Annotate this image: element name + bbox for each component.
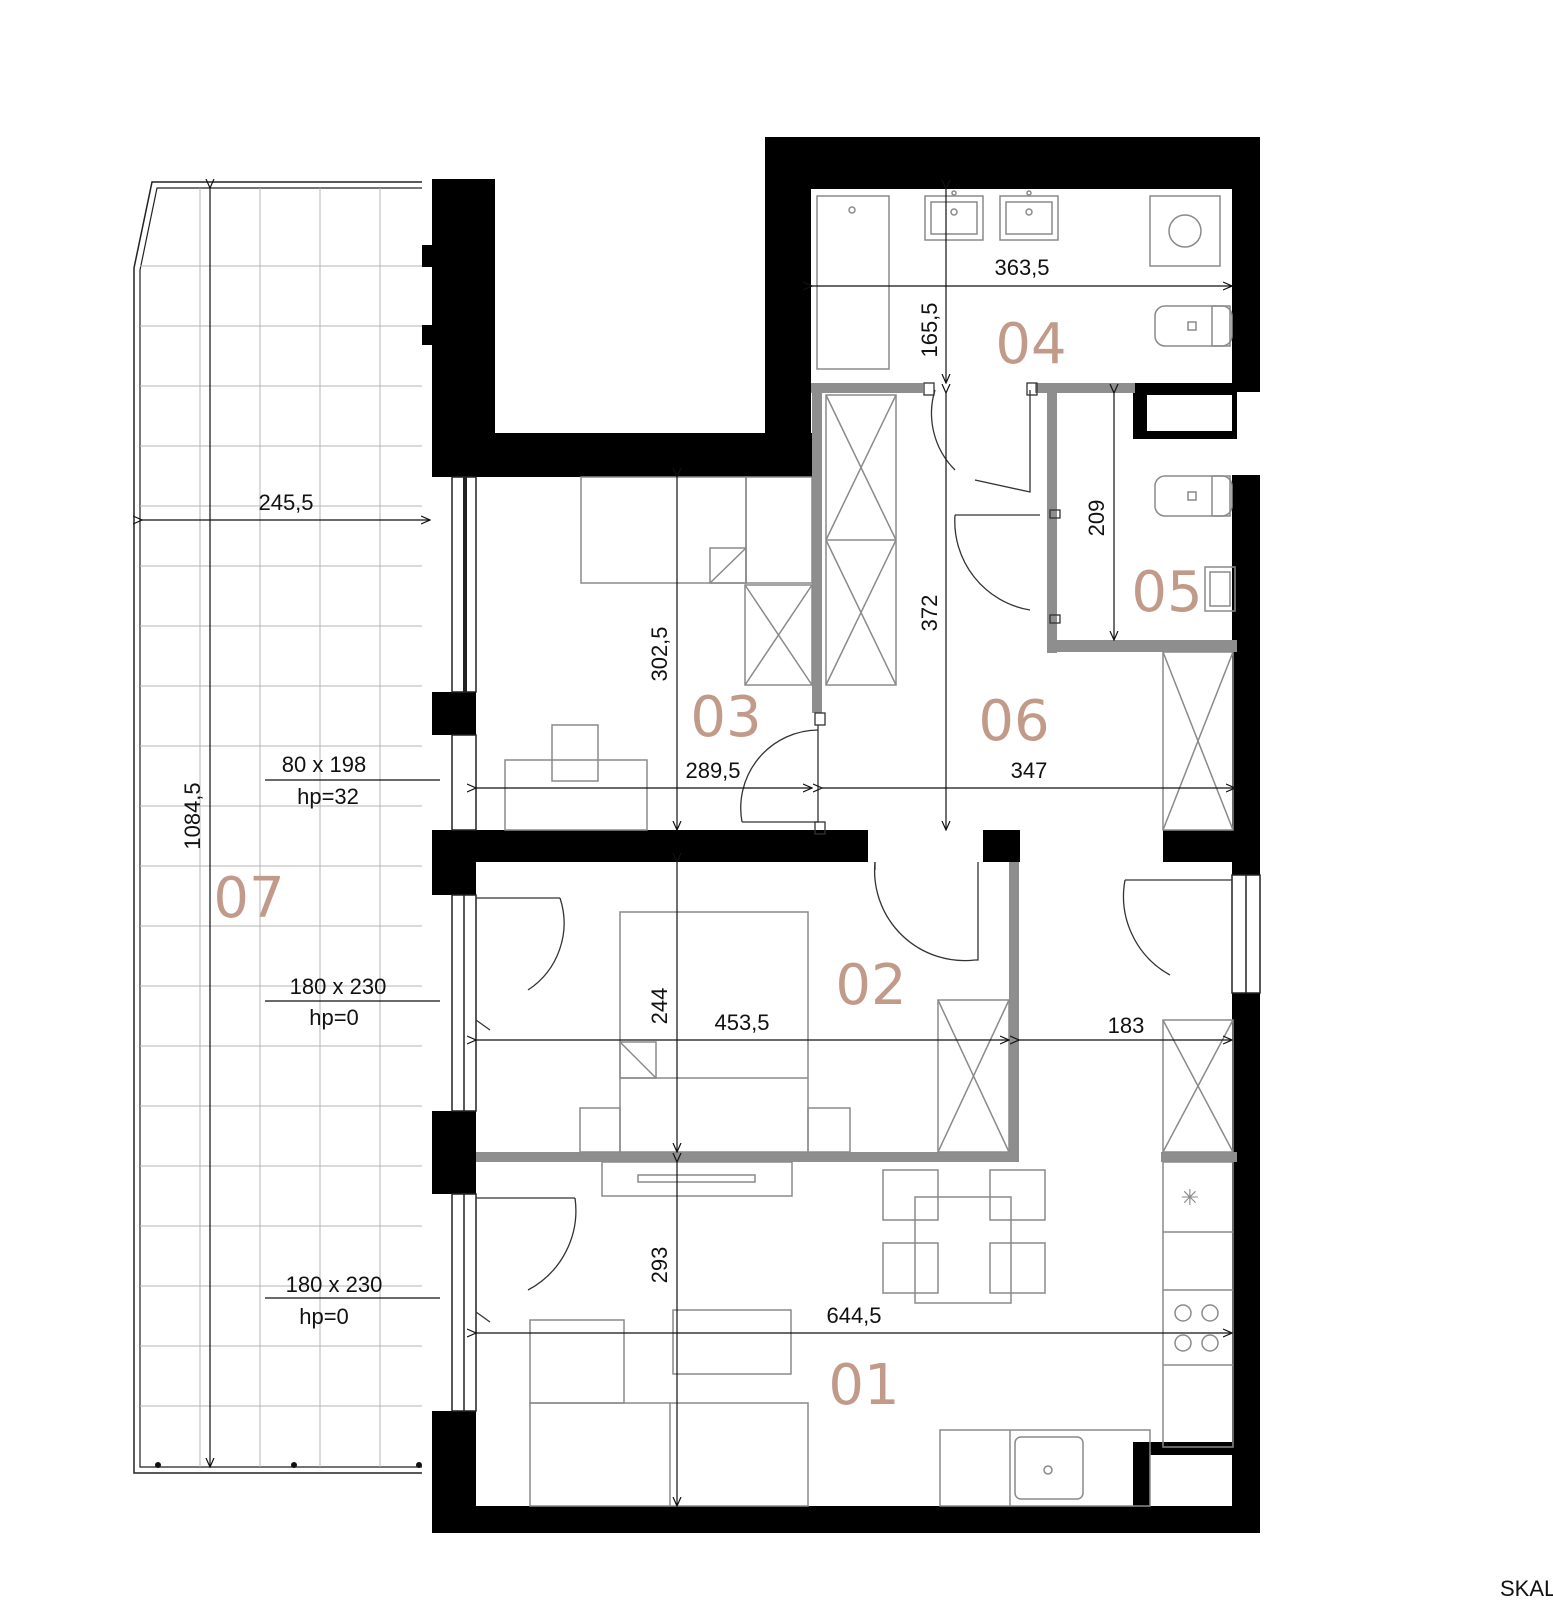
nightstand-icon: [579, 1107, 621, 1153]
desk-icon: [504, 759, 648, 831]
toilet-icon: [1154, 475, 1233, 517]
dim-room03-width: 289,5: [685, 758, 740, 783]
dim-hall-width: 347: [1011, 758, 1048, 783]
room-number-06: 06: [978, 689, 1049, 754]
dim-terrace-length: 1084,5: [180, 782, 205, 849]
washbasin-icon: [999, 195, 1059, 241]
room-number-04: 04: [995, 312, 1066, 377]
room-numbers: 01 02 03 04 05 06 07: [213, 312, 1202, 1418]
wardrobe-icon: [937, 999, 1010, 1153]
dim-room02-depth: 244: [647, 988, 672, 1025]
window2-size: 180 x 230: [290, 974, 387, 999]
double-bed-icon: [619, 911, 809, 1153]
window-labels: 80 x 198 hp=32 180 x 230 hp=0 180 x 230 …: [282, 752, 387, 1329]
svg-text:✳: ✳: [1181, 1186, 1199, 1211]
room-number-01: 01: [828, 1353, 899, 1418]
wardrobe-icon: [1162, 1019, 1234, 1153]
window3-sill: hp=0: [299, 1304, 349, 1329]
washbasin-icon: [924, 195, 984, 241]
coffee-table-icon: [672, 1309, 792, 1375]
dim-terrace-width: 245,5: [258, 490, 313, 515]
bathtub-icon: [816, 195, 890, 370]
dimension-labels: 245,5 1084,5 363,5 165,5 302,5 289,5 372…: [180, 255, 1144, 1328]
terrace: [133, 181, 422, 1474]
toilet-icon: [1154, 305, 1233, 347]
kitchen-counter-icon: [1162, 1161, 1234, 1448]
washbasin-icon: [1204, 566, 1236, 612]
window3-size: 180 x 230: [286, 1272, 383, 1297]
washing-machine-icon: [1149, 195, 1221, 267]
room-number-05: 05: [1131, 560, 1202, 625]
dim-room03-depth: 302,5: [647, 626, 672, 681]
facade-windows: [451, 476, 1261, 1412]
room-number-02: 02: [835, 953, 906, 1018]
window2-sill: hp=0: [309, 1005, 359, 1030]
dim-living-depth: 293: [647, 1247, 672, 1284]
room-number-03: 03: [690, 685, 761, 750]
dining-table-icon: [914, 1196, 1012, 1304]
cooktop-icon: [1174, 1304, 1192, 1322]
wardrobe-icon: [1162, 651, 1234, 831]
dim-room02-width: 453,5: [714, 1010, 769, 1035]
tv-stand-icon: [601, 1161, 793, 1197]
window1-size: 80 x 198: [282, 752, 366, 777]
sofa-icon: [529, 1402, 809, 1507]
wardrobe-icon: [744, 584, 813, 686]
dim-hall-lower-width: 183: [1108, 1013, 1145, 1038]
door-swings: [475, 382, 1232, 1323]
dim-bath-width: 363,5: [994, 255, 1049, 280]
dimension-lines: [142, 188, 1235, 1506]
kitchen-sink-counter-icon: [939, 1429, 1151, 1507]
dim-hall-length: 372: [917, 595, 942, 632]
dim-living-width: 644,5: [826, 1303, 881, 1328]
chair-icon: [551, 724, 599, 782]
dim-wc-depth: 209: [1084, 500, 1109, 537]
interior-partitions: [476, 383, 1237, 1162]
furniture: ✳: [504, 190, 1236, 1507]
terrace-tile-grid: [140, 188, 422, 1467]
bed-icon: [580, 476, 747, 584]
room-number-07: 07: [213, 866, 284, 931]
dim-bath-depth: 165,5: [917, 302, 942, 357]
window1-sill: hp=32: [297, 784, 359, 809]
scale-label: SKAL: [1500, 1576, 1553, 1601]
nightstand-icon: [807, 1107, 851, 1153]
